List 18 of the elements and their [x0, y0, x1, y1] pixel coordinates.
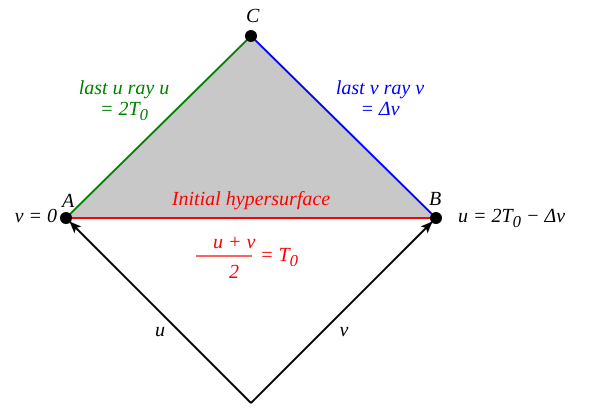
line: [70, 40, 248, 214]
equation-label: u + v: [213, 232, 256, 252]
equation-label: 2: [229, 262, 239, 282]
line: [254, 40, 432, 214]
point-label: C: [246, 6, 260, 26]
arrow: [70, 222, 252, 404]
edge-label: Initial hypersurface: [170, 189, 332, 210]
point-label: B: [429, 189, 442, 209]
edge-label: last u ray u = 2T$_{0}$: [78, 78, 170, 124]
edge-label: v: [338, 320, 350, 341]
edge-label: u: [154, 320, 166, 341]
equation-label: = T$_{0}$: [260, 245, 298, 270]
equation-label: u = 2T$_{0}$ − Δv: [458, 206, 566, 231]
point-label: A: [62, 191, 74, 211]
edge-label: last v ray v = Δv: [334, 78, 426, 120]
arrow: [250, 222, 432, 404]
equation-label: v = 0: [14, 206, 57, 226]
line: [72, 217, 430, 219]
